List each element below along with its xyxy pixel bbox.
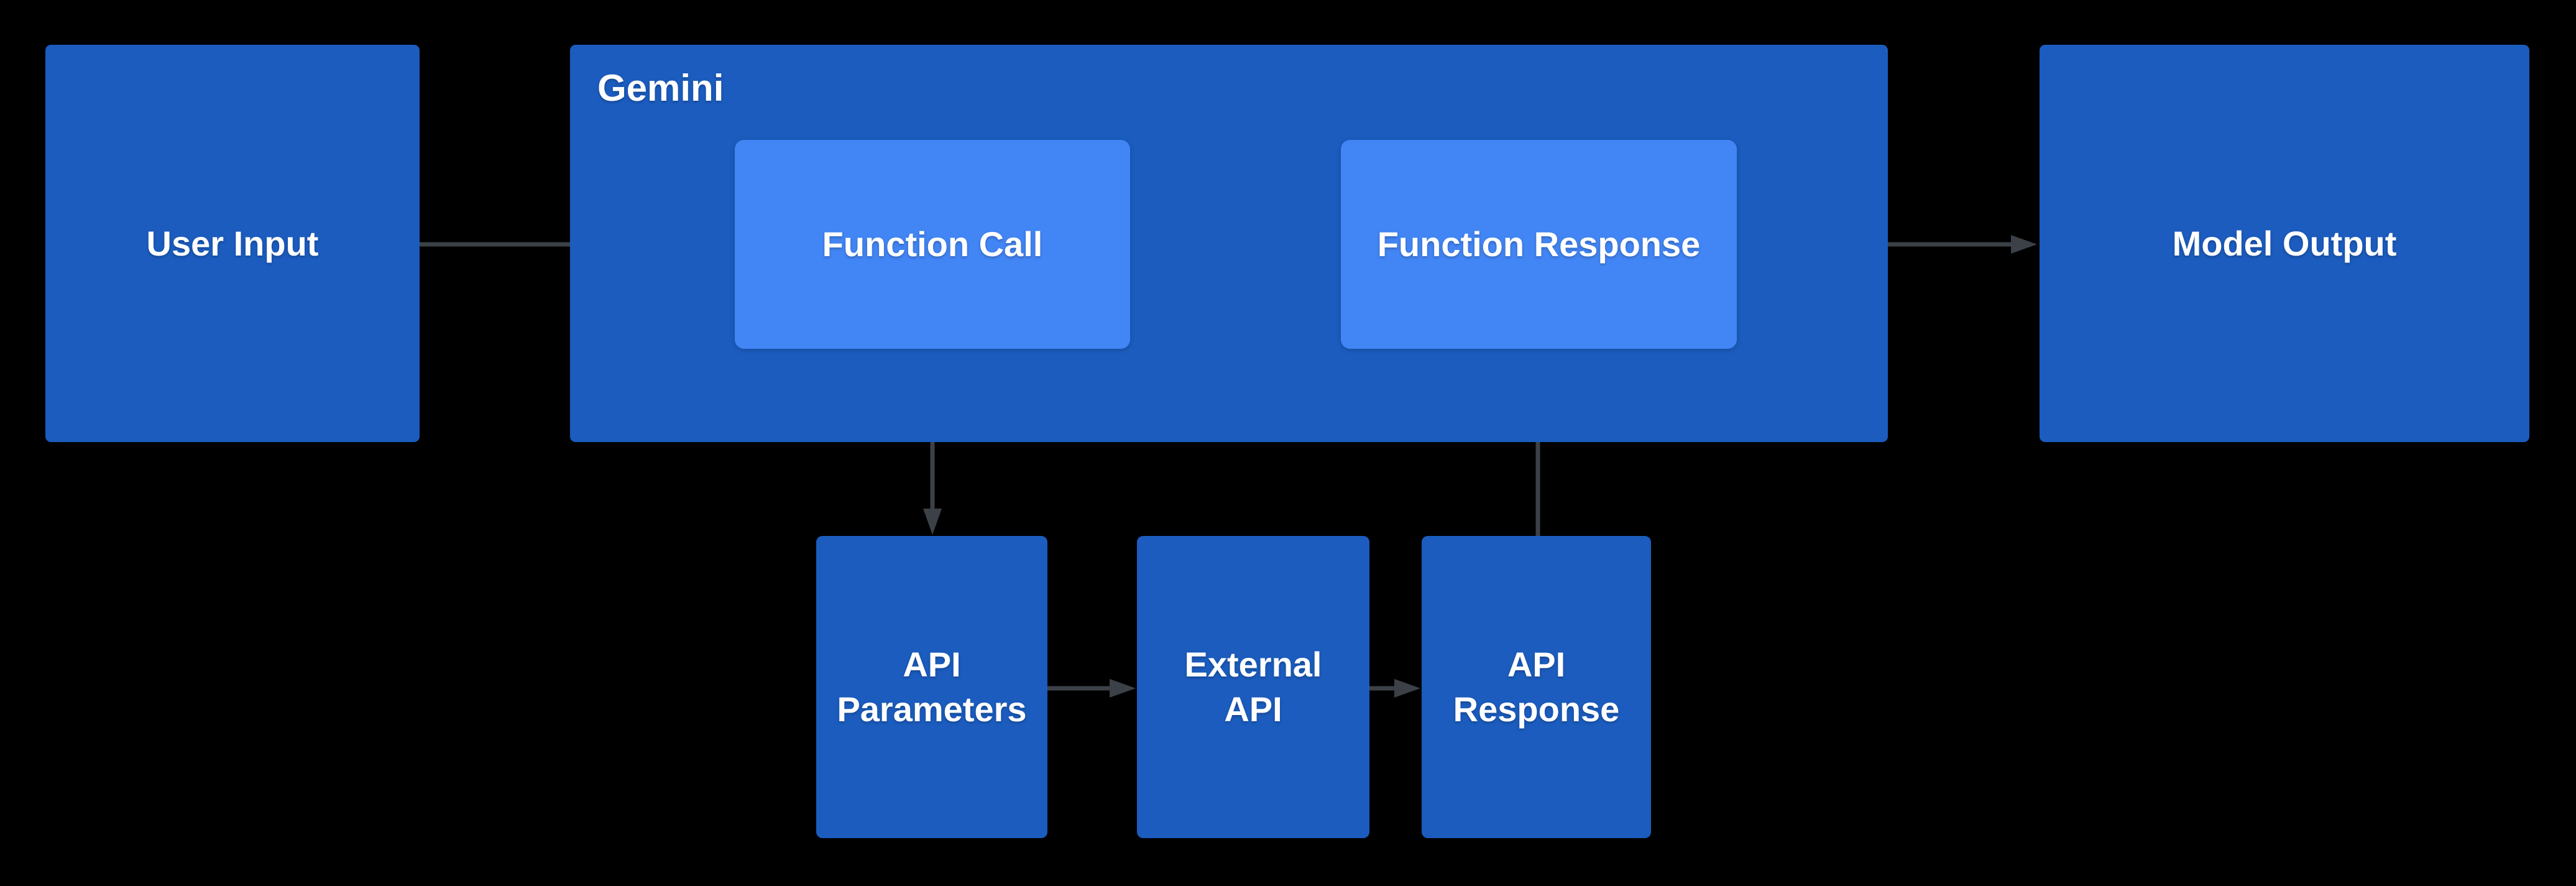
node-api-response: API Response [1422,536,1651,838]
node-function-call-label: Function Call [822,224,1043,264]
node-gemini-label: Gemini [597,67,724,109]
node-user-input-label: User Input [146,223,319,263]
node-api-response-label: API Response [1453,645,1620,729]
node-external-api-label: External API [1184,645,1322,729]
node-external-api: External API [1137,536,1369,838]
node-function-call: Function Call [735,140,1130,349]
node-function-response-label: Function Response [1377,224,1701,264]
node-model-output: Model Output [2040,45,2529,442]
node-model-output-label: Model Output [2172,223,2397,263]
node-user-input: User Input [45,45,420,442]
node-api-parameters-label: API Parameters [837,645,1027,729]
node-api-parameters: API Parameters [816,536,1047,838]
node-function-response: Function Response [1341,140,1737,349]
